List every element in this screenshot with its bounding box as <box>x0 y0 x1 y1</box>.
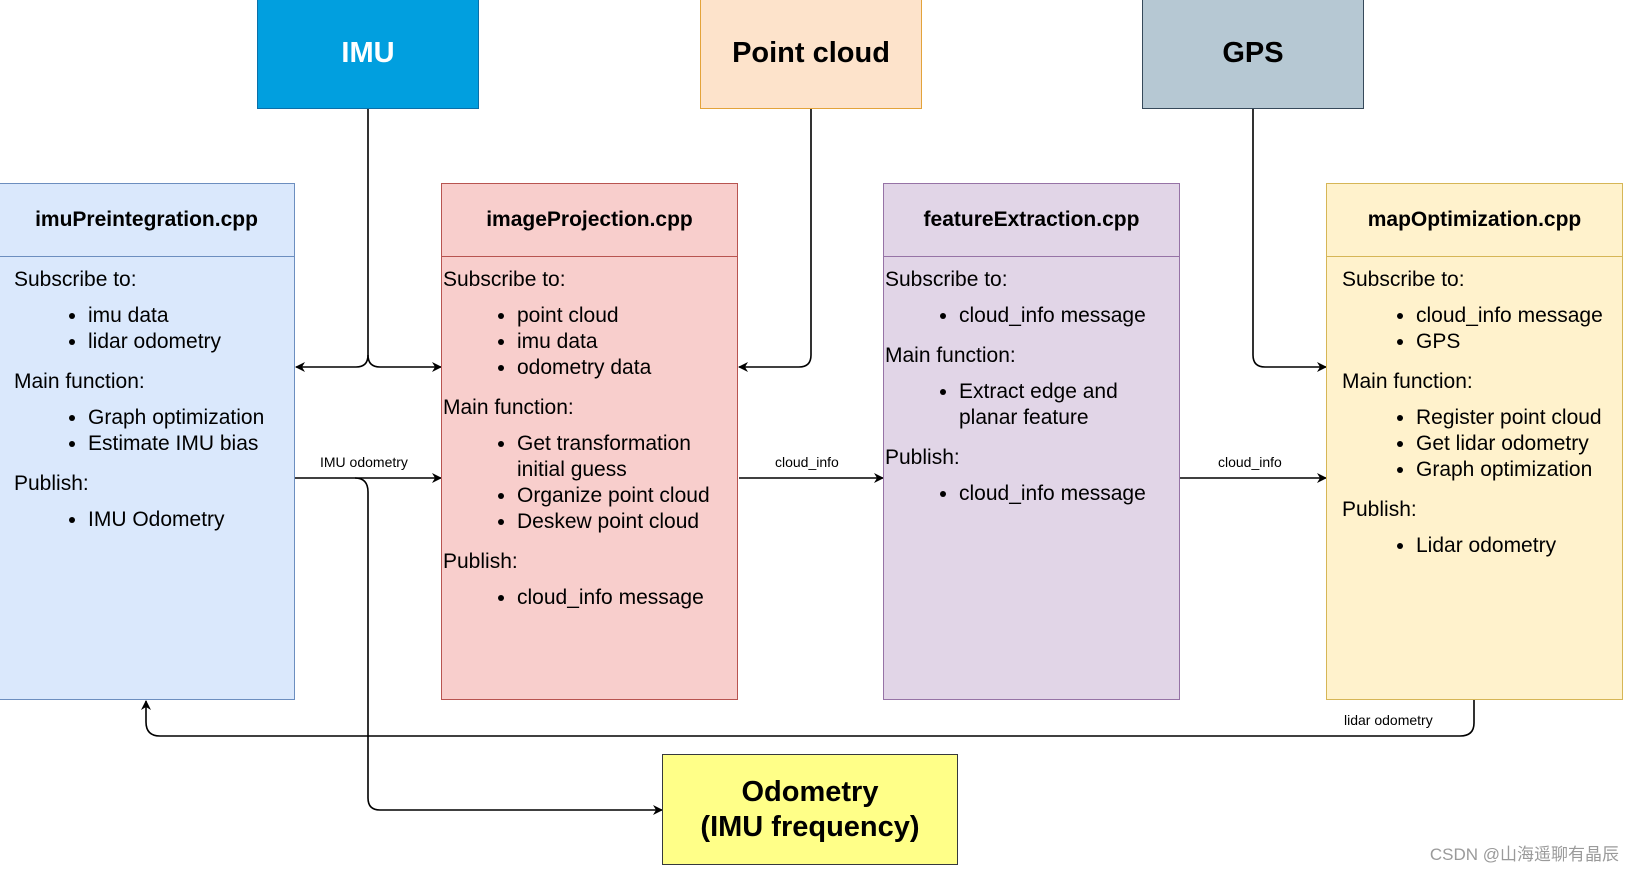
section-heading: Publish: <box>1342 498 1417 521</box>
section-heading: Main function: <box>443 396 574 419</box>
section-heading: Publish: <box>885 446 960 469</box>
imu-preintegration-node: imuPreintegration.cpp Subscribe to: imu … <box>0 183 295 700</box>
odometry-output-title: Odometry <box>741 775 879 808</box>
list-item: IMU Odometry <box>88 507 294 533</box>
list-item: Register point cloud <box>1416 405 1622 431</box>
node-title: imuPreintegration.cpp <box>0 184 294 257</box>
list-item: Lidar odometry <box>1416 533 1622 559</box>
list-item: Get lidar odometry <box>1416 431 1622 457</box>
list-item: lidar odometry <box>88 329 294 355</box>
point-cloud-source-label: Point cloud <box>732 37 890 69</box>
list-item: Graph optimization <box>1416 457 1622 483</box>
list-item: odometry data <box>517 355 737 381</box>
section-heading: Main function: <box>885 344 1016 367</box>
gps-to-mapoptimization-edge <box>1252 109 1327 372</box>
section-heading: Publish: <box>443 550 518 573</box>
node-title: mapOptimization.cpp <box>1327 184 1622 257</box>
edge-label-cloud-info: cloud_info <box>773 454 841 470</box>
odometry-output-subtitle: (IMU frequency) <box>700 810 920 843</box>
list-item: Graph optimization <box>88 405 294 431</box>
lidar-odometry-edge <box>141 700 1475 737</box>
image-projection-node: imageProjection.cpp Subscribe to: point … <box>441 183 738 700</box>
imu-to-imageprojection-edge <box>367 354 442 372</box>
list-item: Organize point cloud <box>517 483 737 509</box>
list-item: imu data <box>517 329 737 355</box>
gps-source-box: GPS <box>1142 0 1364 109</box>
list-item: cloud_info message <box>959 303 1179 329</box>
section-heading: Main function: <box>14 370 145 393</box>
odometry-output-box: Odometry (IMU frequency) <box>662 754 958 865</box>
list-item: Deskew point cloud <box>517 509 737 535</box>
section-heading: Main function: <box>1342 370 1473 393</box>
map-optimization-node: mapOptimization.cpp Subscribe to: cloud_… <box>1326 183 1623 700</box>
list-item: Extract edge and planar feature <box>959 379 1179 431</box>
list-item: Get transformation initial guess <box>517 431 737 483</box>
point-cloud-source-box: Point cloud <box>700 0 922 109</box>
gps-source-label: GPS <box>1222 37 1284 69</box>
imu-source-box: IMU <box>257 0 479 109</box>
edge-label-cloud-info: cloud_info <box>1216 454 1284 470</box>
watermark: CSDN @山海遥聊有晶辰 <box>1429 845 1619 864</box>
node-title: imageProjection.cpp <box>442 184 737 257</box>
list-item: cloud_info message <box>1416 303 1622 329</box>
section-heading: Subscribe to: <box>1342 268 1465 291</box>
feature-extraction-node: featureExtraction.cpp Subscribe to: clou… <box>883 183 1180 700</box>
node-title: featureExtraction.cpp <box>884 184 1179 257</box>
imu-to-imupreintegration-edge <box>295 109 369 372</box>
list-item: point cloud <box>517 303 737 329</box>
section-heading: Subscribe to: <box>14 268 137 291</box>
list-item: cloud_info message <box>959 481 1179 507</box>
list-item: GPS <box>1416 329 1622 355</box>
list-item: imu data <box>88 303 294 329</box>
edge-label-imu-odometry: IMU odometry <box>318 454 410 470</box>
pointcloud-to-imageprojection-edge <box>738 109 812 372</box>
list-item: Estimate IMU bias <box>88 431 294 457</box>
imu-source-label: IMU <box>341 37 395 69</box>
imu-odometry-to-output-edge <box>354 477 663 815</box>
edge-label-lidar-odometry: lidar odometry <box>1342 712 1435 728</box>
list-item: cloud_info message <box>517 585 737 611</box>
section-heading: Subscribe to: <box>443 268 566 291</box>
section-heading: Publish: <box>14 472 89 495</box>
section-heading: Subscribe to: <box>885 268 1008 291</box>
